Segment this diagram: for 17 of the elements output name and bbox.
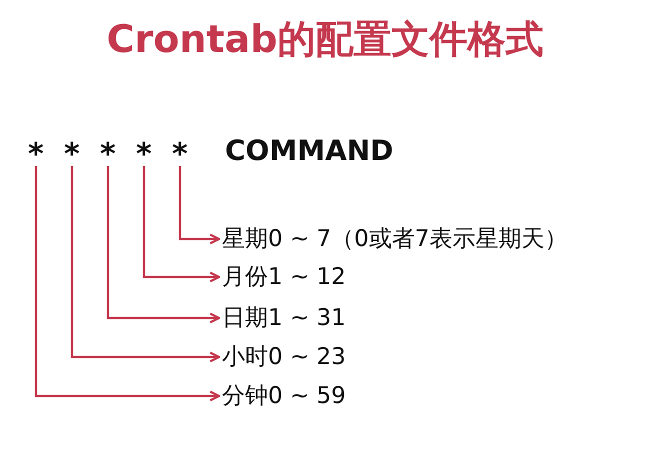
field-label: 日期1 ~ 31 — [222, 303, 346, 333]
title: Crontab的配置文件格式 — [106, 16, 544, 63]
leader-arrow — [106, 166, 220, 324]
field-label: 分钟0 ~ 59 — [222, 381, 346, 411]
asterisk-field: * — [28, 140, 44, 170]
field-label: 星期0 ~ 7（0或者7表示星期天） — [222, 224, 568, 254]
leader-arrow — [34, 166, 220, 402]
asterisk-field: * — [64, 140, 80, 170]
field-label: 小时0 ~ 23 — [222, 342, 346, 372]
leader-arrow — [142, 166, 220, 282]
asterisk-field: * — [100, 140, 116, 170]
command-label: COMMAND — [225, 134, 394, 167]
leader-arrow — [178, 166, 220, 244]
leader-arrow — [70, 166, 220, 362]
field-label: 月份1 ~ 12 — [222, 262, 346, 292]
asterisk-field: * — [172, 140, 188, 170]
asterisk-field: * — [136, 140, 152, 170]
